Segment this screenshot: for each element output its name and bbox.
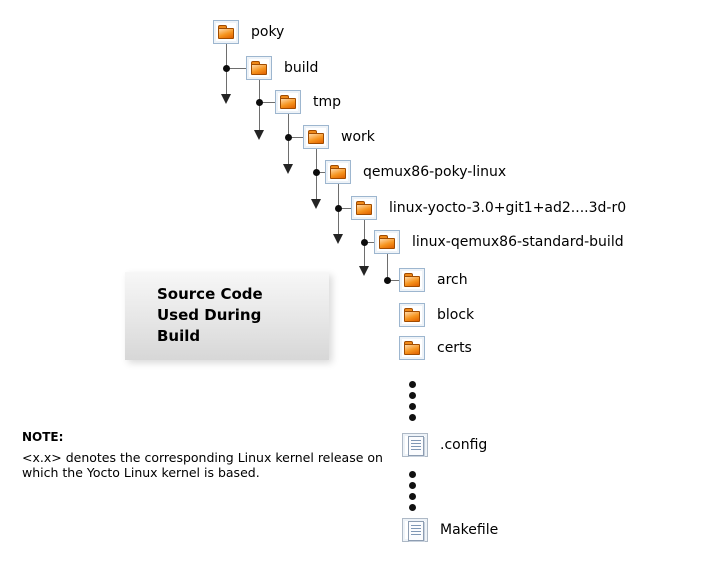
caption-line: Source Code	[157, 285, 263, 303]
tree-node-label: Makefile	[440, 522, 499, 538]
junction-dot	[256, 99, 263, 106]
note-text-line: <x.x> denotes the corresponding Linux ke…	[22, 450, 383, 465]
caption-line: Build	[157, 327, 201, 345]
connector-hline	[259, 102, 275, 103]
arrow-down-icon	[221, 94, 231, 104]
connector-hline	[226, 68, 246, 69]
connector-hline	[316, 172, 325, 173]
junction-dot	[384, 277, 391, 284]
ellipsis-dot	[409, 471, 416, 478]
ellipsis-dot	[409, 482, 416, 489]
folder-icon	[399, 336, 425, 360]
ellipsis-dot	[409, 403, 416, 410]
folder-icon	[374, 230, 400, 254]
folder-icon	[275, 90, 301, 114]
tree-node-tmp: tmp	[275, 90, 341, 114]
tree-node-linux-qemux86-standard-build: linux-qemux86-standard-build	[374, 230, 624, 254]
junction-dot	[285, 134, 292, 141]
arrow-down-icon	[283, 164, 293, 174]
tree-node-label: linux-qemux86-standard-build	[412, 234, 624, 250]
ellipsis-dot	[409, 414, 416, 421]
tree-node-block: block	[399, 303, 474, 327]
tree-node-label: work	[341, 129, 375, 145]
junction-dot	[223, 65, 230, 72]
tree-node-linux-yocto: linux-yocto-3.0+git1+ad2....3d-r0	[351, 196, 626, 220]
junction-dot	[361, 239, 368, 246]
tree-node-label: tmp	[313, 94, 342, 110]
tree-node-certs: certs	[399, 336, 472, 360]
connector-hline	[387, 280, 399, 281]
tree-node-arch: arch	[399, 268, 468, 292]
connector-hline	[338, 208, 351, 209]
folder-icon	[246, 56, 272, 80]
note-block: NOTE: <x.x> denotes the corresponding Li…	[22, 430, 392, 480]
junction-dot	[313, 169, 320, 176]
tree-node-label: block	[437, 307, 475, 323]
folder-icon	[303, 125, 329, 149]
folder-icon	[399, 303, 425, 327]
ellipsis-dot	[409, 381, 416, 388]
tree-node-label: .config	[440, 437, 488, 453]
ellipsis-dot	[409, 493, 416, 500]
folder-icon	[351, 196, 377, 220]
arrow-down-icon	[333, 234, 343, 244]
note-text-line: which the Yocto Linux kernel is based.	[22, 465, 260, 480]
folder-icon	[399, 268, 425, 292]
folder-icon	[325, 160, 351, 184]
tree-node-makefile: Makefile	[402, 518, 498, 542]
tree-node-poky: poky	[213, 20, 284, 44]
folder-icon	[213, 20, 239, 44]
arrow-down-icon	[311, 199, 321, 209]
tree-node-label: build	[284, 60, 319, 76]
caption-line: Used During	[157, 306, 262, 324]
arrow-down-icon	[254, 130, 264, 140]
tree-node-label: qemux86-poky-linux	[363, 164, 507, 180]
ellipsis-dot	[409, 392, 416, 399]
tree-node-label: linux-yocto-3.0+git1+ad2....3d-r0	[389, 200, 627, 216]
file-icon	[402, 433, 428, 457]
arrow-down-icon	[359, 266, 369, 276]
ellipsis-dot	[409, 504, 416, 511]
tree-node-label: arch	[437, 272, 468, 288]
tree-node-config-file: .config	[402, 433, 487, 457]
tree-node-build: build	[246, 56, 318, 80]
tree-node-work: work	[303, 125, 375, 149]
caption-box: Source Code Used During Build	[125, 272, 329, 360]
junction-dot	[335, 205, 342, 212]
tree-node-label: poky	[251, 24, 285, 40]
tree-node-label: certs	[437, 340, 472, 356]
connector-vline	[387, 254, 388, 280]
connector-hline	[288, 137, 303, 138]
note-label: NOTE:	[22, 430, 64, 444]
tree-node-qemux86-poky-linux: qemux86-poky-linux	[325, 160, 506, 184]
connector-hline	[364, 242, 374, 243]
file-icon	[402, 518, 428, 542]
